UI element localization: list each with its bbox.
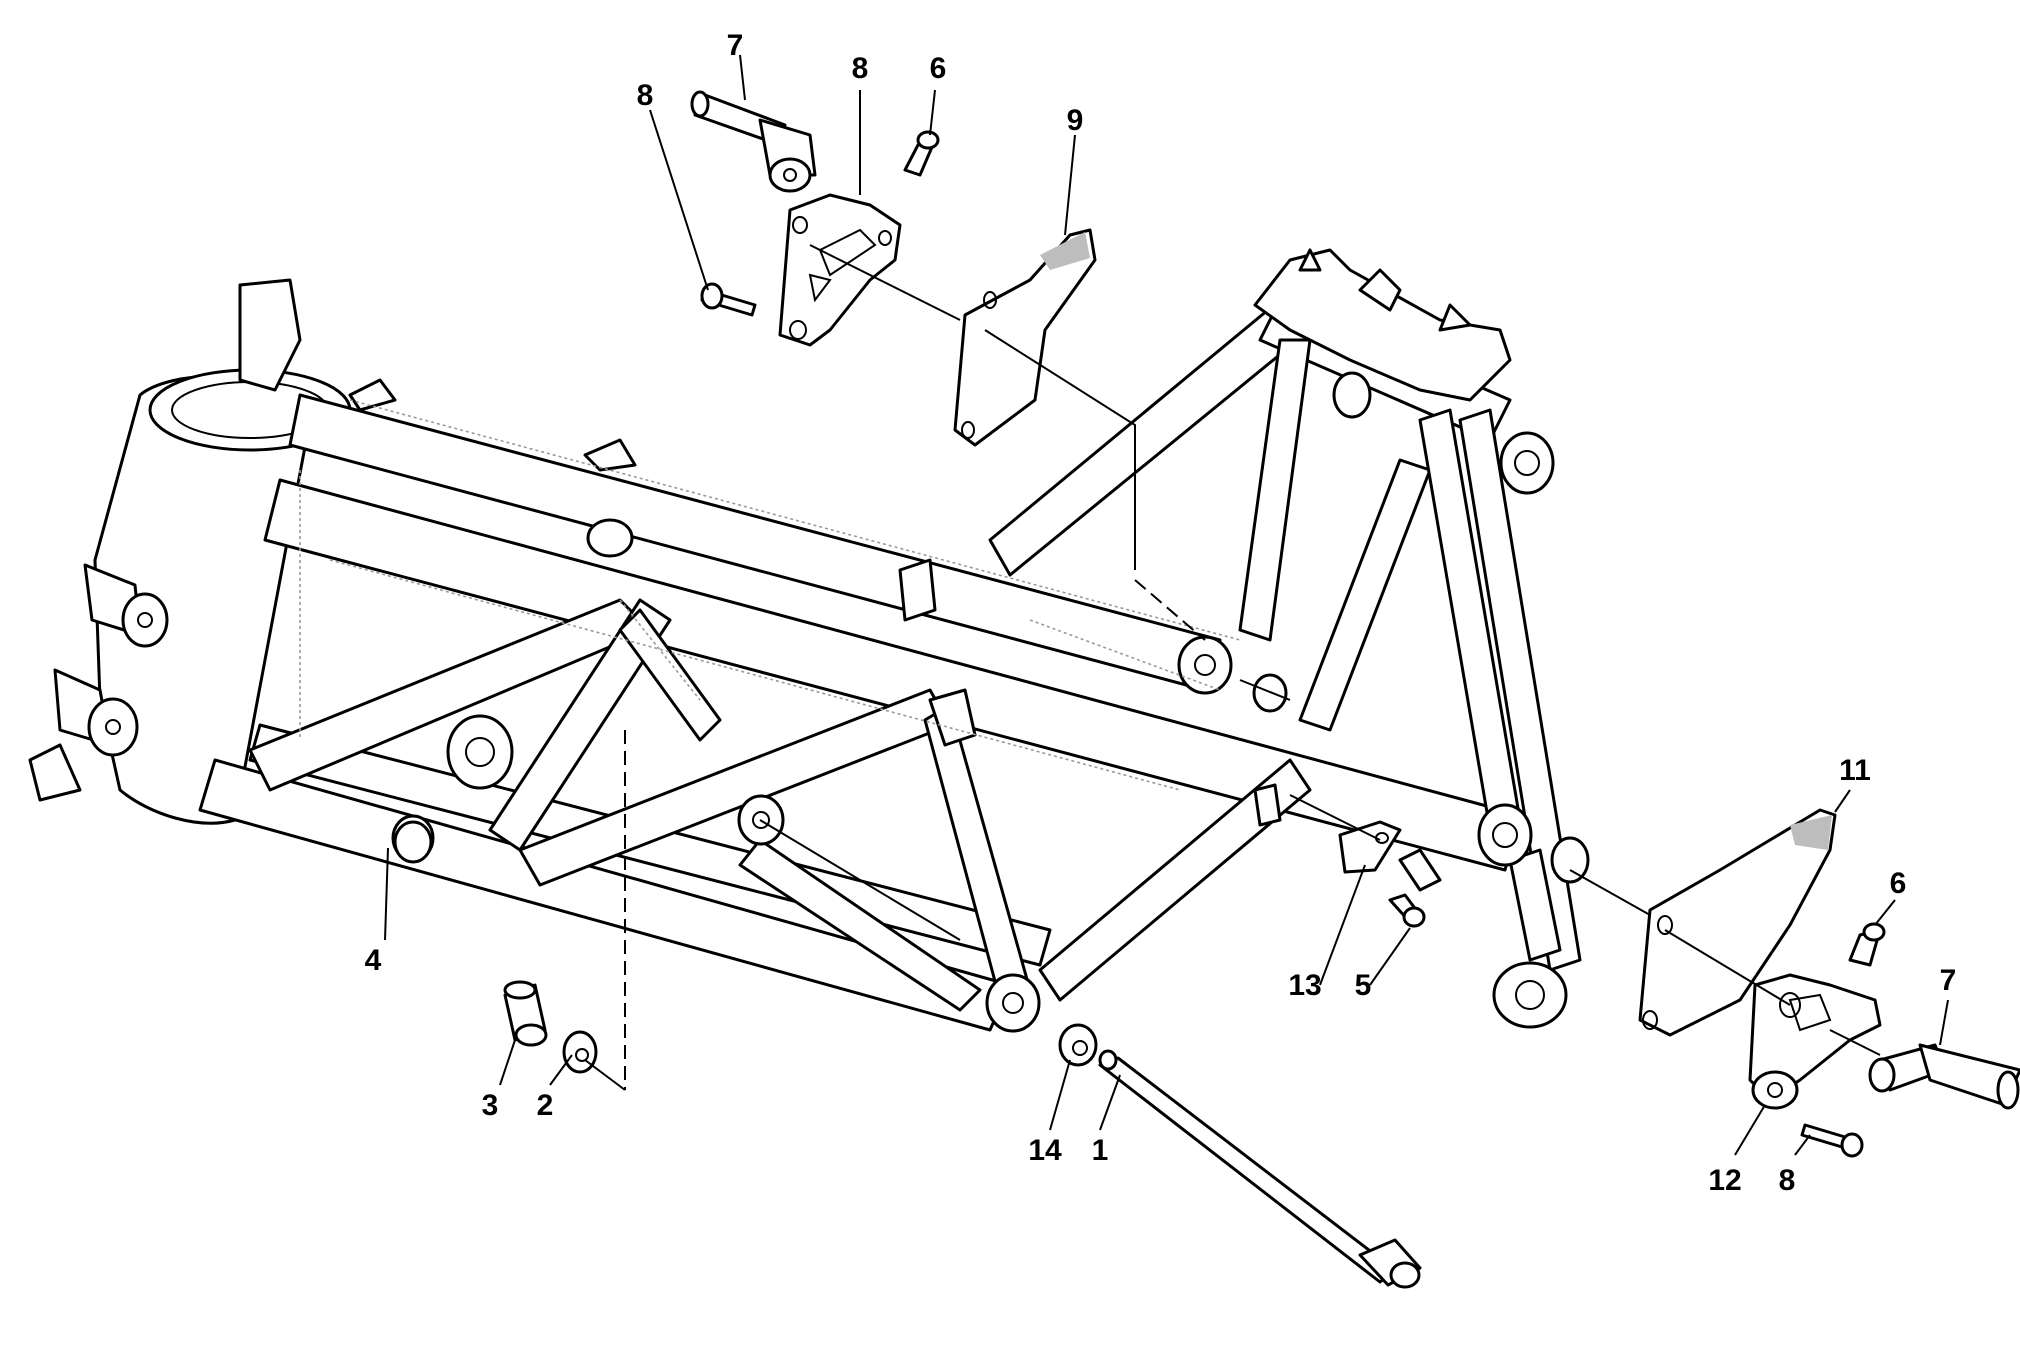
screw-upper [903, 130, 940, 177]
callout-3: 3 [482, 1089, 499, 1122]
callout-6b: 6 [1890, 867, 1907, 900]
callout-8b: 8 [1779, 1164, 1796, 1197]
bolt-upper [700, 282, 757, 317]
screw-small [1388, 893, 1426, 928]
callout-10: 8 [852, 52, 869, 85]
frame-boss-g [985, 973, 1041, 1033]
callout-7b: 7 [1940, 964, 1957, 997]
callout-11: 11 [1839, 754, 1871, 787]
footrest-bracket-lower [1748, 973, 1882, 1110]
frame-boss-k [586, 518, 634, 558]
callout-14: 14 [1028, 1134, 1062, 1167]
callout-labels: 7 8 6 8 9 11 6 7 4 13 5 3 2 14 1 12 8 [365, 29, 1957, 1197]
engine-mount-boss-upper [83, 563, 169, 648]
top-tube-main [263, 478, 1522, 872]
callout-1: 1 [1092, 1134, 1109, 1167]
spacer [562, 1030, 598, 1074]
callout-7a: 7 [727, 29, 744, 62]
bush-frame [393, 820, 433, 864]
callout-13: 13 [1288, 969, 1321, 1002]
heel-guard-lower [1638, 808, 1837, 1037]
frame-boss-d [1477, 803, 1533, 867]
frame-boss-e [1492, 961, 1568, 1029]
footrest-peg-lower [1868, 1043, 2020, 1110]
callout-5: 5 [1355, 969, 1372, 1002]
callout-2: 2 [537, 1089, 554, 1122]
shaft-pin [1098, 1049, 1422, 1289]
frame-boss-f [1550, 836, 1590, 884]
clip-bracket [1338, 820, 1442, 892]
bush-rear [1058, 1023, 1098, 1067]
frame-boss-b [1177, 635, 1233, 695]
heel-guard-upper [953, 228, 1097, 447]
rubber-plug [503, 980, 548, 1047]
footrest-bracket-upper [778, 193, 902, 347]
upper-lug [238, 278, 302, 392]
callout-4: 4 [365, 944, 382, 977]
engine-mount-boss-lower [28, 668, 139, 802]
rear-top-bracket [1253, 248, 1512, 402]
callout-9: 9 [1067, 104, 1084, 137]
assembly-lines [584, 244, 1881, 1091]
callout-leaders [384, 54, 1949, 1156]
main-frame [28, 248, 1590, 1033]
footrest-peg-upper [690, 90, 817, 193]
frame-boss-j [446, 714, 514, 790]
bolt-lower [1800, 1123, 1864, 1158]
frame-boss-a [1499, 431, 1555, 495]
screw-lower [1848, 922, 1886, 967]
callout-12: 12 [1708, 1164, 1741, 1197]
callout-8a: 8 [637, 79, 654, 112]
callout-6a: 6 [930, 52, 947, 85]
